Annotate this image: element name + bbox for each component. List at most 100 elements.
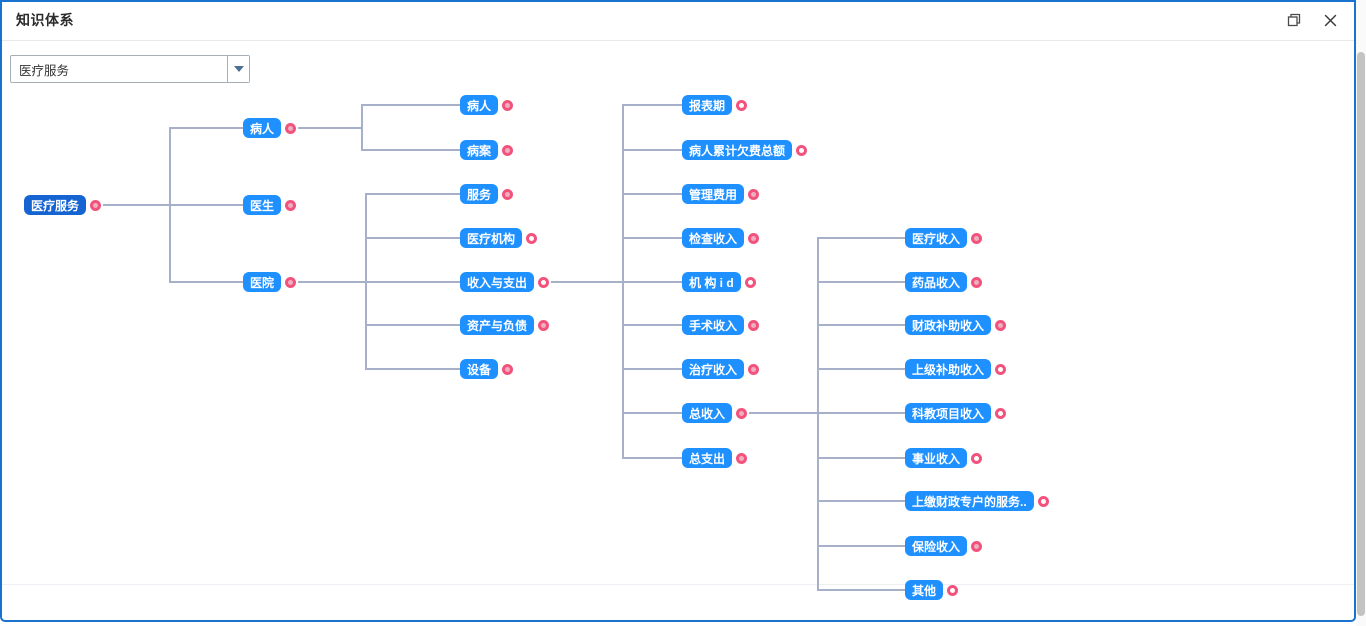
close-icon	[1324, 14, 1337, 26]
node-status-circle[interactable]	[90, 199, 102, 211]
connector-line	[623, 149, 682, 151]
node-status-circle[interactable]	[748, 363, 760, 375]
tree-node-exam-income[interactable]: 检查收入	[682, 228, 760, 248]
node-status-circle[interactable]	[995, 407, 1007, 419]
scrollbar-thumb[interactable]	[1357, 52, 1365, 616]
tree-node-label: 机 构 i d	[682, 272, 741, 292]
node-status-circle[interactable]	[538, 276, 550, 288]
tree-node-label: 检查收入	[682, 228, 745, 248]
node-status-circle[interactable]	[995, 363, 1007, 375]
tree-node-label: 上级补助收入	[905, 359, 992, 379]
tree-node-fiscal-account-service[interactable]: 上缴财政专户的服务..	[905, 491, 1049, 511]
tree-node-patient-l1[interactable]: 病人	[243, 118, 297, 138]
node-status-circle[interactable]	[736, 99, 748, 111]
node-status-circle[interactable]	[971, 276, 983, 288]
connector-line	[366, 281, 460, 283]
tree-node-doctor[interactable]: 医生	[243, 195, 297, 215]
close-button[interactable]	[1319, 9, 1342, 32]
node-status-circle[interactable]	[748, 319, 760, 331]
node-status-circle[interactable]	[995, 319, 1007, 331]
window-title: 知识体系	[16, 12, 74, 28]
tree-node-hospital[interactable]: 医院	[243, 272, 297, 292]
connector-line	[818, 457, 905, 459]
connector-line	[818, 589, 905, 591]
tree-node-institution-id[interactable]: 机 构 i d	[682, 272, 756, 292]
tree-node-insurance-income[interactable]: 保险收入	[905, 536, 983, 556]
node-status-circle[interactable]	[502, 363, 514, 375]
connector-line	[103, 204, 170, 206]
node-status-circle[interactable]	[502, 188, 514, 200]
connector-line	[623, 324, 682, 326]
node-status-circle[interactable]	[285, 276, 297, 288]
tree-node-fiscal-subsidy-income[interactable]: 财政补助收入	[905, 315, 1007, 335]
tree-node-label: 医生	[243, 195, 282, 215]
tree-node-label: 总支出	[682, 448, 733, 468]
connector-line	[817, 237, 819, 591]
tree-node-medical-record[interactable]: 病案	[460, 140, 514, 160]
tree-node-sci-edu-project-income[interactable]: 科教项目收入	[905, 403, 1007, 423]
node-status-circle[interactable]	[502, 99, 514, 111]
node-status-circle[interactable]	[285, 122, 297, 134]
node-status-circle[interactable]	[748, 188, 760, 200]
tree-node-total-income[interactable]: 总收入	[682, 403, 748, 423]
node-status-circle[interactable]	[285, 199, 297, 211]
tree-node-label: 医疗服务	[24, 195, 87, 215]
tree-node-drug-income[interactable]: 药品收入	[905, 272, 983, 292]
node-status-circle[interactable]	[736, 407, 748, 419]
node-status-circle[interactable]	[971, 232, 983, 244]
connector-line	[623, 104, 682, 106]
tree-node-treatment-income[interactable]: 治疗收入	[682, 359, 760, 379]
restore-button[interactable]	[1283, 9, 1305, 31]
tree-node-label: 病案	[460, 140, 499, 160]
tree-node-income-expense[interactable]: 收入与支出	[460, 272, 550, 292]
tree-node-medical-income[interactable]: 医疗收入	[905, 228, 983, 248]
tree-node-total-expense[interactable]: 总支出	[682, 448, 748, 468]
connector-line	[818, 368, 905, 370]
tree-node-patient-arrears-total[interactable]: 病人累计欠费总额	[682, 140, 808, 160]
node-status-circle[interactable]	[971, 452, 983, 464]
connector-line	[623, 368, 682, 370]
node-status-circle[interactable]	[538, 319, 550, 331]
tree-node-label: 收入与支出	[460, 272, 535, 292]
tree-node-patient-l2[interactable]: 病人	[460, 95, 514, 115]
tree-node-medical-institution[interactable]: 医疗机构	[460, 228, 538, 248]
node-status-circle[interactable]	[947, 584, 959, 596]
titlebar: 知识体系	[2, 2, 1354, 41]
tree-node-assets-liabilities[interactable]: 资产与负债	[460, 315, 550, 335]
node-status-circle[interactable]	[502, 144, 514, 156]
select-dropdown-button[interactable]	[227, 56, 249, 82]
tree-node-label: 医疗机构	[460, 228, 523, 248]
tree-node-surgery-income[interactable]: 手术收入	[682, 315, 760, 335]
node-status-circle[interactable]	[1037, 495, 1049, 507]
connector-line	[749, 412, 818, 414]
tree-node-label: 总收入	[682, 403, 733, 423]
connector-line	[366, 324, 460, 326]
canvas-divider	[2, 584, 1354, 585]
tree-node-equipment[interactable]: 设备	[460, 359, 514, 379]
tree-node-label: 药品收入	[905, 272, 968, 292]
connector-line	[362, 104, 460, 106]
tree-node-service[interactable]: 服务	[460, 184, 514, 204]
node-status-circle[interactable]	[748, 232, 760, 244]
connector-line	[366, 237, 460, 239]
tree-node-report-period[interactable]: 报表期	[682, 95, 748, 115]
connector-line	[361, 104, 363, 151]
node-status-circle[interactable]	[736, 452, 748, 464]
tree-node-label: 病人累计欠费总额	[682, 140, 793, 160]
node-status-circle[interactable]	[971, 540, 983, 552]
node-status-circle[interactable]	[526, 232, 538, 244]
window-controls	[1283, 2, 1342, 40]
connector-line	[818, 281, 905, 283]
connector-line	[818, 412, 905, 414]
knowledge-base-select[interactable]: 医疗服务	[10, 55, 250, 83]
connector-line	[623, 412, 682, 414]
connector-line	[623, 193, 682, 195]
tree-node-root[interactable]: 医疗服务	[24, 195, 102, 215]
tree-node-business-income[interactable]: 事业收入	[905, 448, 983, 468]
tree-node-management-fee[interactable]: 管理费用	[682, 184, 760, 204]
tree-node-superior-subsidy-income[interactable]: 上级补助收入	[905, 359, 1007, 379]
vertical-scrollbar[interactable]	[1356, 0, 1366, 626]
node-status-circle[interactable]	[744, 276, 756, 288]
tree-node-other[interactable]: 其他	[905, 580, 959, 600]
node-status-circle[interactable]	[796, 144, 808, 156]
